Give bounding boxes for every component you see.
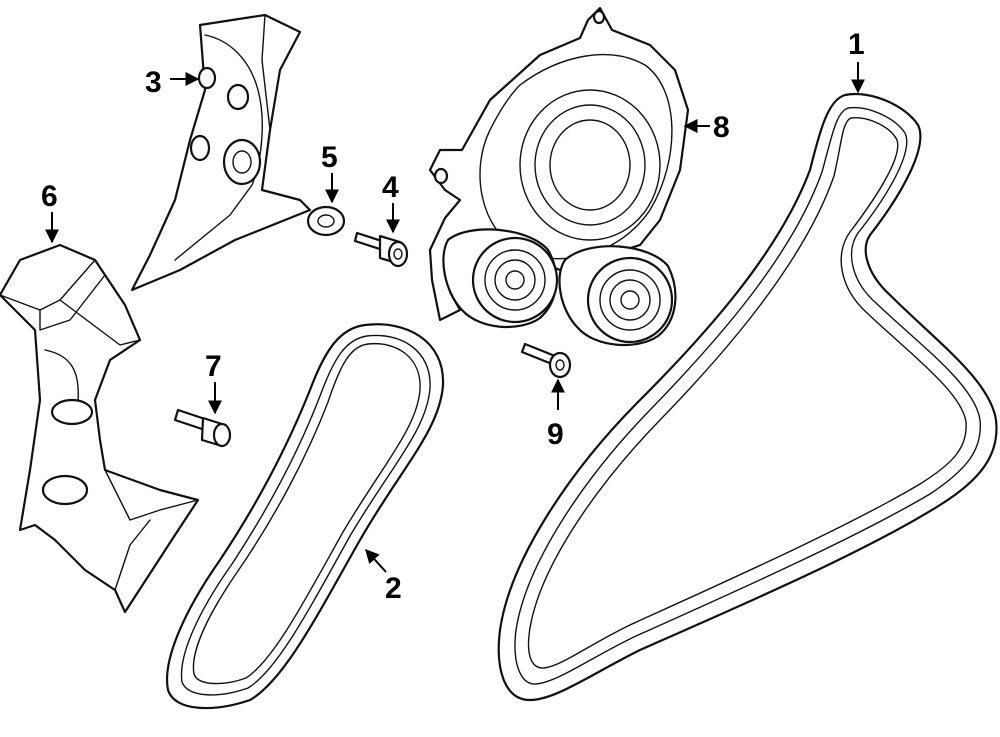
callout-7: 7 — [205, 350, 222, 383]
large-belt-part[interactable] — [497, 92, 998, 702]
callout-8: 8 — [713, 111, 730, 144]
callout-6: 6 — [41, 180, 58, 213]
callout-3: 3 — [145, 66, 162, 99]
callout-1: 1 — [848, 28, 865, 61]
small-belt-part[interactable] — [166, 323, 445, 710]
bolt-7-part[interactable] — [173, 408, 232, 448]
bolt-9-part[interactable] — [520, 342, 572, 379]
callout-9: 9 — [547, 418, 564, 451]
upper-bracket-part[interactable] — [130, 13, 312, 292]
callout-5: 5 — [321, 141, 338, 174]
mount-bracket-part[interactable] — [0, 243, 200, 614]
tensioner-part[interactable] — [428, 6, 690, 347]
bolt-4-part[interactable] — [353, 231, 409, 268]
washer-part[interactable] — [306, 205, 346, 237]
callout-2: 2 — [385, 572, 402, 605]
callout-4: 4 — [382, 171, 399, 204]
leader-2 — [365, 548, 387, 573]
